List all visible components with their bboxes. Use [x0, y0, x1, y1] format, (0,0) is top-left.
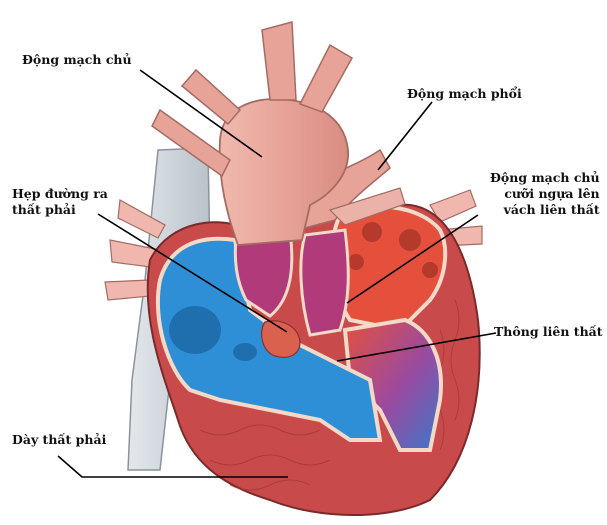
- label-pulmonary-artery: Động mạch phổi: [407, 86, 522, 102]
- label-rv-hypertrophy: Dày thất phải: [12, 432, 106, 448]
- label-vsd: Thông liên thất: [494, 324, 603, 340]
- label-rvot-stenosis: Hẹp đường ra thất phải: [12, 186, 108, 218]
- label-aorta: Động mạch chủ: [22, 52, 132, 68]
- label-overriding-aorta: Động mạch chủ cưỡi ngựa lên vách liên th…: [490, 170, 600, 218]
- leader-pulmonary-artery: [378, 102, 432, 170]
